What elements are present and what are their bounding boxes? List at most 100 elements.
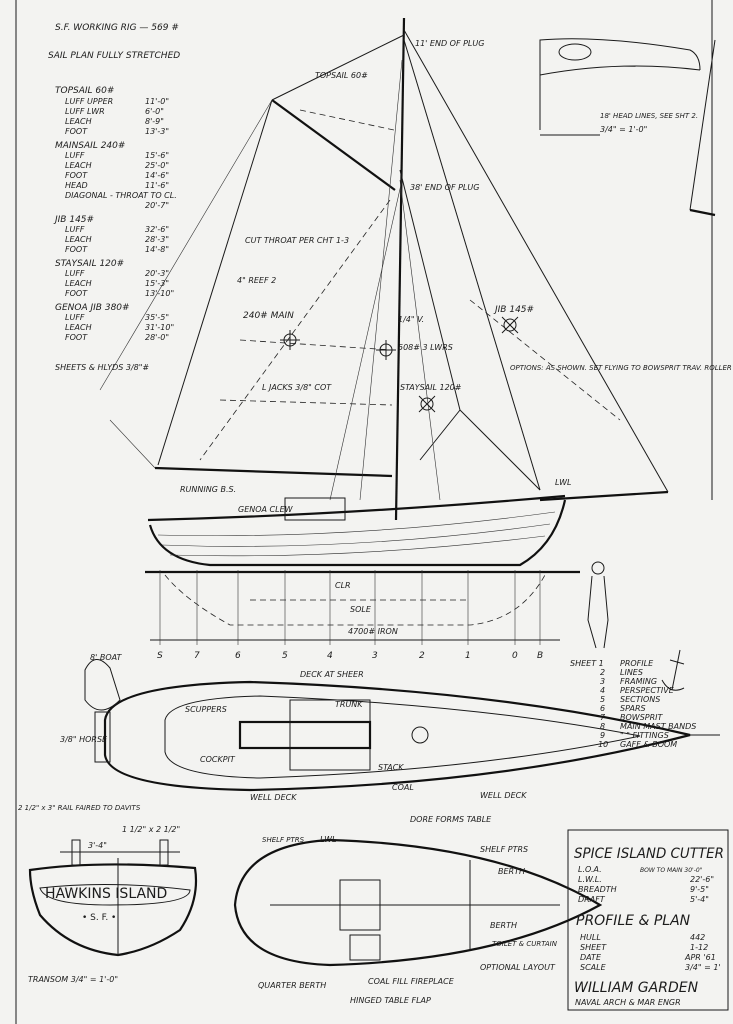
sheet-number: 9	[600, 731, 605, 740]
station-label: 2	[419, 651, 425, 661]
meta-label: DATE	[580, 953, 602, 962]
sheet-title: SECTIONS	[620, 695, 660, 704]
station-label: B	[537, 651, 543, 661]
dimension-label: LUFF UPPER	[65, 97, 113, 106]
dimension-value: 13'-10"	[145, 289, 174, 298]
toilet-label: TOILET & CURTAIN	[492, 940, 558, 948]
dimension-label: LEACH	[65, 117, 92, 126]
dimension-label: LUFF LWR	[65, 107, 105, 116]
deck-plan	[84, 659, 720, 792]
dimension-value: 32'-6"	[145, 225, 169, 234]
well-deck-label: WELL DECK	[480, 791, 527, 800]
sheet-title: PROFILE	[620, 659, 654, 668]
shelf-label: SHELF PTRS	[480, 845, 528, 854]
bowsprit	[539, 490, 669, 502]
title-block	[567, 829, 729, 1011]
sheet-title: LINES	[620, 668, 643, 677]
topsail-label: TOPSAIL 60#	[315, 71, 368, 80]
station-labels: S 7 6 5 4 3 2 1 0 B	[157, 651, 543, 661]
hinged-flap-label: HINGED TABLE FLAP	[350, 996, 431, 1005]
gaff	[271, 99, 396, 191]
dimension-value: 20'-7"	[145, 201, 169, 210]
lwl-label: LWL	[555, 478, 572, 487]
drawing-labels: 11' END OF PLUG TOPSAIL 60# 38' END OF P…	[18, 39, 733, 1005]
meta-label: SHEET	[580, 943, 607, 952]
well-deck-label: WELL DECK	[250, 793, 297, 802]
dimension-label: DIAGONAL - THROAT TO CL.	[65, 191, 177, 200]
drawing-subtitle: PROFILE & PLAN	[576, 913, 691, 929]
head-scale-label: 3/4" = 1'-0"	[600, 125, 647, 134]
total-area-label: 508# 3 LWRS	[398, 343, 453, 352]
sheets-note: SHEETS & HLYDS 3/8"#	[55, 363, 149, 372]
spec-label: DRAFT	[578, 895, 606, 904]
station-label: S	[157, 651, 163, 661]
meta-label: SCALE	[580, 963, 607, 972]
station-label: 4	[327, 651, 333, 661]
dimension-value: 14'-6"	[145, 171, 169, 180]
genoa-clew-label: GENOA CLEW	[238, 505, 294, 514]
sheet-number: 2	[600, 668, 605, 677]
shelf-label: SHELF PTRS	[262, 836, 305, 844]
station-label: 3	[372, 651, 378, 661]
sole-label: SOLE	[350, 605, 372, 614]
transom-view	[28, 839, 198, 957]
dimension-value: 14'-8"	[145, 245, 169, 254]
dimension-value: 28'-3"	[145, 235, 169, 244]
sheet-number: 6	[600, 704, 605, 713]
dimension-value: 15'-3"	[145, 279, 169, 288]
spec-value: 9'-5"	[690, 885, 709, 894]
dimension-label: LEACH	[65, 235, 92, 244]
station-label: 6	[235, 651, 241, 661]
dimension-value: 35'-5"	[145, 313, 169, 322]
dimension-label: FOOT	[65, 127, 88, 136]
fireplace-label: COAL FILL FIREPLACE	[368, 977, 455, 986]
dimension-label: LUFF	[65, 151, 85, 160]
dimension-label: LUFF	[65, 313, 85, 322]
sail-name: GENOA JIB 380#	[55, 303, 130, 313]
scuppers-label: SCUPPERS	[185, 705, 227, 714]
meta-value: 1-12	[690, 943, 708, 952]
spec-value: 22'-6"	[690, 875, 714, 884]
title-block-text: SPICE ISLAND CUTTER L.O.A.BOW TO MAIN 30…	[574, 846, 724, 1007]
rail-note: 2 1/2" x 3" RAIL FAIRED TO DAVITS	[18, 804, 141, 812]
dimension-value: 13'-3"	[145, 127, 169, 136]
dimension-value: 11'-0"	[145, 97, 169, 106]
station-label: 1	[465, 651, 471, 661]
transom-label: TRANSOM 3/4" = 1'-0"	[28, 975, 118, 984]
mast	[394, 17, 406, 521]
sheet-title: FRAMING	[620, 677, 657, 686]
reef-label: 4" REEF 2	[237, 276, 276, 285]
dimension-label: FOOT	[65, 245, 88, 254]
sheet-title: " " FITTINGS	[620, 731, 669, 740]
dimension-value: 8'-9"	[145, 117, 164, 126]
station-label: 0	[512, 651, 518, 661]
spec-value: 5'-4"	[690, 895, 709, 904]
dimension-label: LUFF	[65, 225, 85, 234]
sheet-number: 7	[600, 713, 606, 722]
head-detail-drawing	[539, 38, 716, 500]
cut-throat-label: CUT THROAT PER CHT 1-3	[245, 236, 349, 245]
sheet-number: 10	[598, 740, 608, 749]
meta-value: 442	[690, 933, 705, 942]
dimension-label: FOOT	[65, 171, 88, 180]
station-lines	[159, 570, 541, 645]
boom	[154, 466, 393, 478]
dimension-label: LEACH	[65, 279, 92, 288]
spec-label: L.W.L.	[578, 875, 602, 884]
sheet-number: 4	[600, 686, 605, 695]
sail-name: TOPSAIL 60#	[55, 86, 114, 96]
sail-name: STAYSAIL 120#	[55, 259, 124, 269]
sail-plan-title: SAIL PLAN FULLY STRETCHED	[48, 51, 180, 61]
dimension-value: 11'-6"	[145, 181, 169, 190]
head-detail-note: 18' HEAD LINES, SEE SHT 2.	[600, 112, 698, 120]
staysail-label: STAYSAIL 120#	[400, 383, 462, 392]
lazy-jacks-label: L JACKS 3/8" COT	[262, 383, 332, 392]
sheet-title: BOWSPRIT	[620, 713, 664, 722]
home-port: • S. F. •	[82, 913, 116, 923]
dimension-label: LEACH	[65, 323, 92, 332]
boat-name: HAWKINS ISLAND	[45, 886, 167, 902]
